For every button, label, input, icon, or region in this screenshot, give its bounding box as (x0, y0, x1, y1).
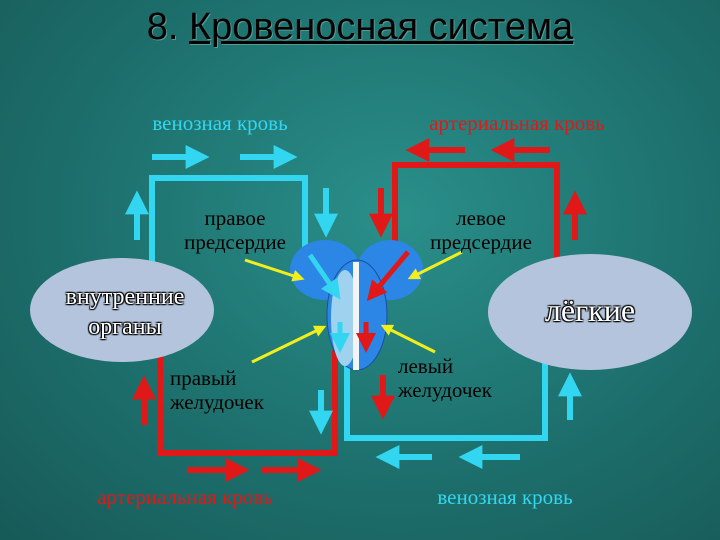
label-venous-top: венозная кровь (152, 111, 288, 135)
label-arterial-bottom: артериальная кровь (97, 485, 273, 509)
label-left-atrium: левое предсердие (430, 206, 532, 254)
label-venous-bottom: венозная кровь (437, 485, 573, 509)
arterial-vessel-left-lower (157, 335, 338, 456)
label-left-ventricle: левый желудочек (398, 354, 492, 402)
title-number: 8. (146, 6, 179, 48)
label-right-atrium: правое предсердие (184, 206, 286, 254)
pointer-right-atrium (244, 258, 305, 282)
venous-vessel-left (149, 175, 308, 262)
label-organs: внутренние органы (65, 284, 185, 340)
arrow-heart-cyan (307, 253, 341, 300)
arrow-heart-red (366, 250, 410, 302)
pointer-right-ventricle (251, 325, 327, 364)
label-right-ventricle: правый желудочек (170, 366, 264, 414)
title-text: Кровеносная система (188, 6, 574, 48)
label-arterial-top: артериальная кровь (429, 111, 605, 135)
pointer-left-ventricle (380, 324, 436, 354)
venous-vessel-right-lower (344, 340, 548, 441)
pointer-left-atrium (407, 250, 463, 280)
arterial-vessel-right (392, 162, 560, 262)
lungs-oval (488, 254, 692, 370)
label-lungs: лёгкие (544, 292, 636, 328)
organs-oval (30, 258, 214, 362)
slide-title: 8. Кровеносная система (0, 6, 720, 49)
